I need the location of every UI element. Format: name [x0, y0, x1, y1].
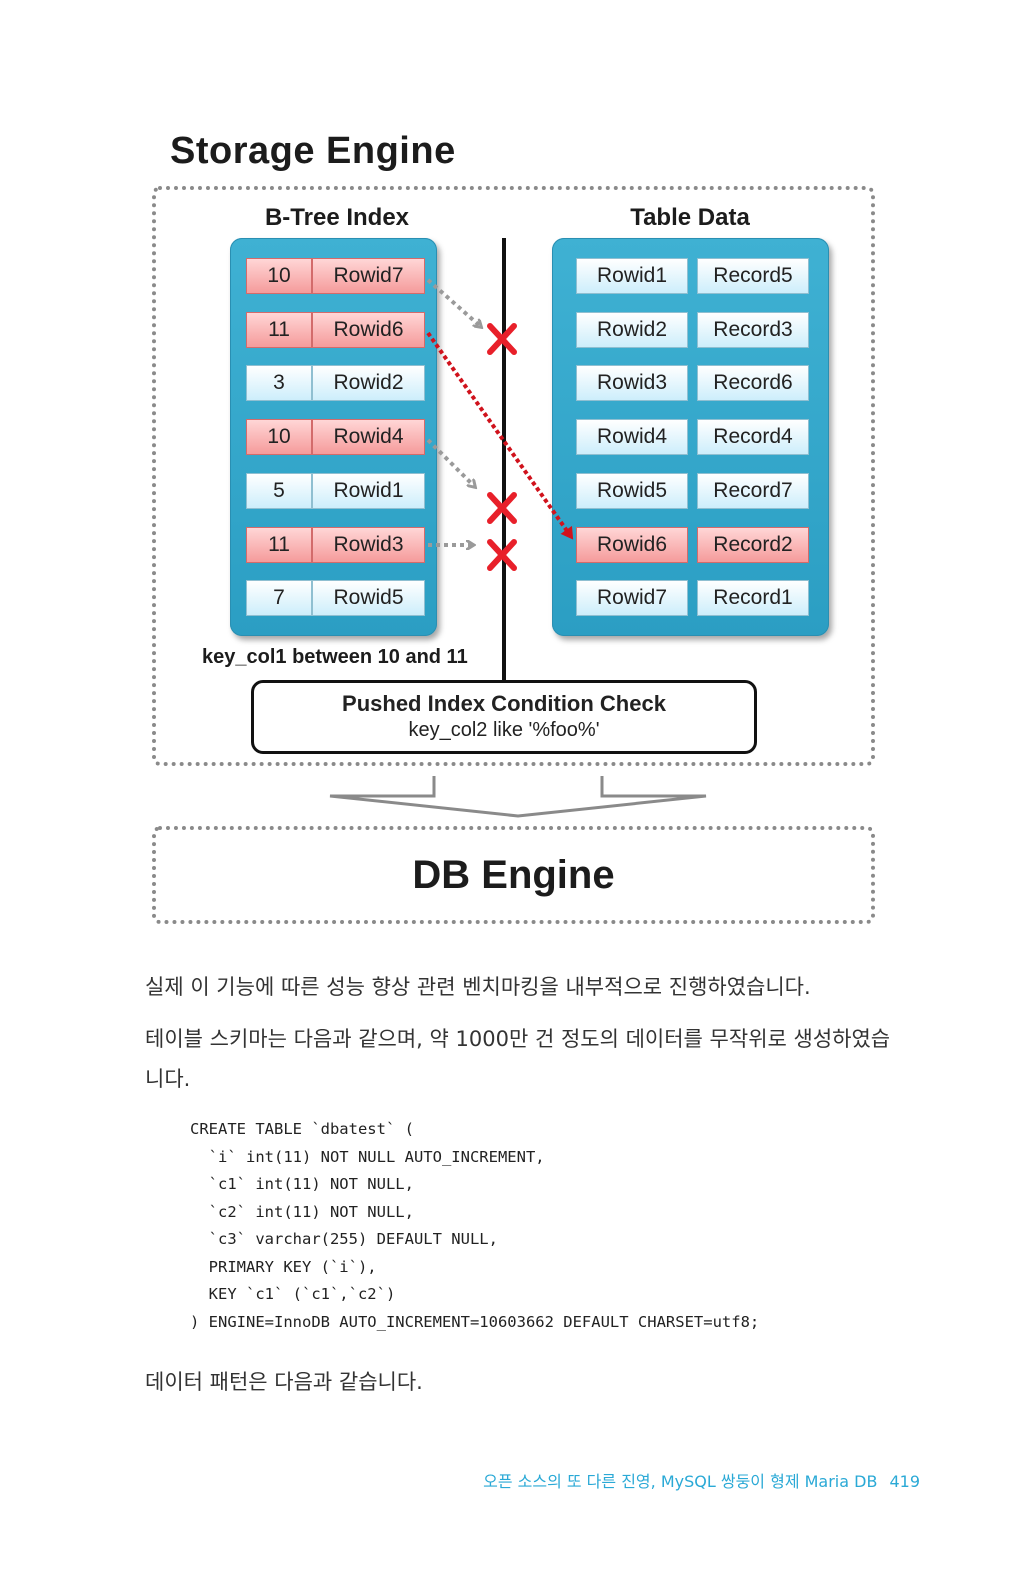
- filtered-arrow-rowid7: [426, 278, 480, 326]
- table-rowid-cell: Rowid4: [576, 419, 688, 455]
- running-title: 오픈 소스의 또 다른 진영, MySQL 쌍둥이 형제 Maria DB: [483, 1472, 878, 1491]
- sql-code-block: CREATE TABLE `dbatest` ( `i` int(11) NOT…: [190, 1116, 759, 1336]
- code-line: ) ENGINE=InnoDB AUTO_INCREMENT=10603662 …: [190, 1312, 760, 1331]
- paragraph-schema-line1: 테이블 스키마는 다음과 같으며, 약 1000만 건 정도의 데이터를 무작위…: [145, 1027, 891, 1051]
- table-rowid-cell: Rowid6: [576, 527, 688, 563]
- btree-rowid-cell: Rowid3: [312, 527, 425, 563]
- btree-rowid-cell: Rowid6: [312, 312, 425, 348]
- reject-cross-1: [487, 323, 517, 355]
- paragraph-data-pattern: 데이터 패턴은 다음과 같습니다.: [145, 1370, 423, 1394]
- page-number: 419: [889, 1472, 920, 1491]
- btree-key-cell: 5: [246, 473, 312, 509]
- table-data-title: Table Data: [630, 204, 750, 231]
- reject-cross-3: [487, 539, 517, 571]
- btree-rowid-cell: Rowid2: [312, 365, 425, 401]
- code-line: `c1` int(11) NOT NULL,: [190, 1175, 414, 1193]
- reject-cross-2: [487, 492, 517, 524]
- paragraph-benchmark: 실제 이 기능에 따른 성능 향상 관련 벤치마킹을 내부적으로 진행하였습니다…: [145, 975, 811, 999]
- page-footer: 오픈 소스의 또 다른 진영, MySQL 쌍둥이 형제 Maria DB 419: [483, 1468, 920, 1492]
- btree-key-cell: 11: [246, 312, 312, 348]
- down-arrow: [329, 776, 707, 818]
- btree-key-cell: 10: [246, 419, 312, 455]
- table-record-cell: Record4: [697, 419, 809, 455]
- code-line: `c2` int(11) NOT NULL,: [190, 1202, 414, 1221]
- table-rowid-cell: Rowid1: [576, 258, 688, 294]
- btree-rowid-cell: Rowid5: [312, 580, 425, 616]
- code-line: `c3` varchar(255) DEFAULT NULL,: [190, 1230, 498, 1248]
- btree-rowid-cell: Rowid1: [312, 473, 425, 509]
- storage-engine-box: [152, 186, 875, 766]
- range-condition-note: key_col1 between 10 and 11: [202, 646, 468, 668]
- paragraph-schema-line2: 니다.: [145, 1067, 191, 1091]
- btree-rowid-cell: Rowid4: [312, 419, 425, 455]
- btree-key-cell: 11: [246, 527, 312, 563]
- engine-boundary-line: [502, 238, 506, 682]
- code-line: KEY `c1` (`c1`,`c2`): [190, 1285, 396, 1303]
- storage-engine-title: Storage Engine: [170, 130, 456, 172]
- btree-key-cell: 10: [246, 258, 312, 294]
- btree-index-title: B-Tree Index: [264, 204, 410, 231]
- table-rowid-cell: Rowid2: [576, 312, 688, 348]
- pushed-index-condition-expression: key_col2 like '%foo%': [408, 719, 600, 741]
- table-rowid-cell: Rowid3: [576, 365, 688, 401]
- btree-key-cell: 3: [246, 365, 312, 401]
- table-rowid-cell: Rowid7: [576, 580, 688, 616]
- pushed-index-condition-box: Pushed Index Condition Check key_col2 li…: [251, 680, 757, 754]
- code-line: PRIMARY KEY (`i`),: [190, 1257, 377, 1276]
- table-record-cell: Record2: [697, 527, 809, 563]
- table-record-cell: Record7: [697, 473, 809, 509]
- table-record-cell: Record6: [697, 365, 809, 401]
- table-record-cell: Record5: [697, 258, 809, 294]
- code-line: CREATE TABLE `dbatest` (: [190, 1120, 414, 1138]
- btree-rowid-cell: Rowid7: [312, 258, 425, 294]
- filtered-arrow-rowid4: [426, 438, 474, 486]
- lookup-arrows: [426, 278, 574, 571]
- pushed-index-condition-title: Pushed Index Condition Check: [342, 691, 666, 716]
- btree-key-cell: 7: [246, 580, 312, 616]
- code-line: `i` int(11) NOT NULL AUTO_INCREMENT,: [190, 1147, 545, 1166]
- db-engine-box: DB Engine: [152, 826, 875, 924]
- table-record-cell: Record3: [697, 312, 809, 348]
- table-record-cell: Record1: [697, 580, 809, 616]
- table-rowid-cell: Rowid5: [576, 473, 688, 509]
- db-engine-title: DB Engine: [412, 852, 615, 897]
